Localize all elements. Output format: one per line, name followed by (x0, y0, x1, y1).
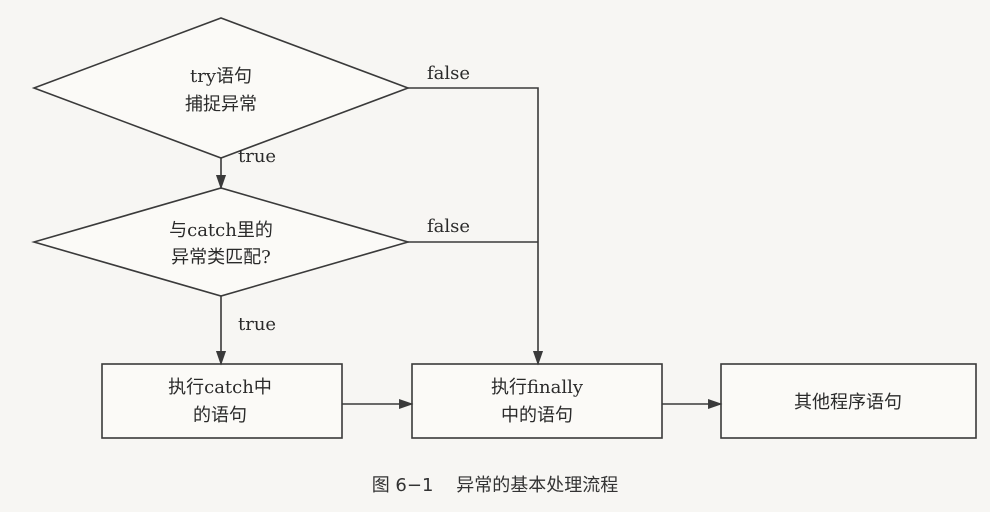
label-try-true: true (238, 146, 276, 167)
label-match-false: false (427, 216, 470, 237)
process-catch (101, 363, 343, 439)
label-try-false: false (427, 63, 470, 84)
decision-try-catch-line1: try语句 (190, 66, 252, 87)
process-finally-line2: 中的语句 (501, 405, 573, 426)
process-other (720, 363, 977, 439)
figure-caption: 图 6−1 异常的基本处理流程 (372, 475, 619, 496)
process-catch-line2: 的语句 (193, 405, 247, 426)
process-catch-line1: 执行catch中 (168, 377, 272, 398)
decision-try-catch (31, 17, 411, 159)
decision-match (31, 187, 411, 297)
decision-match-line1: 与catch里的 (169, 220, 273, 241)
decision-match-line2: 异常类匹配? (171, 247, 271, 268)
arrow-try-false (408, 87, 544, 366)
decision-try-catch-line2: 捕捉异常 (185, 94, 257, 115)
process-other-label: 其他程序语句 (794, 392, 902, 413)
label-match-true: true (238, 314, 276, 335)
process-finally (411, 363, 663, 439)
process-finally-line1: 执行finally (491, 377, 584, 398)
